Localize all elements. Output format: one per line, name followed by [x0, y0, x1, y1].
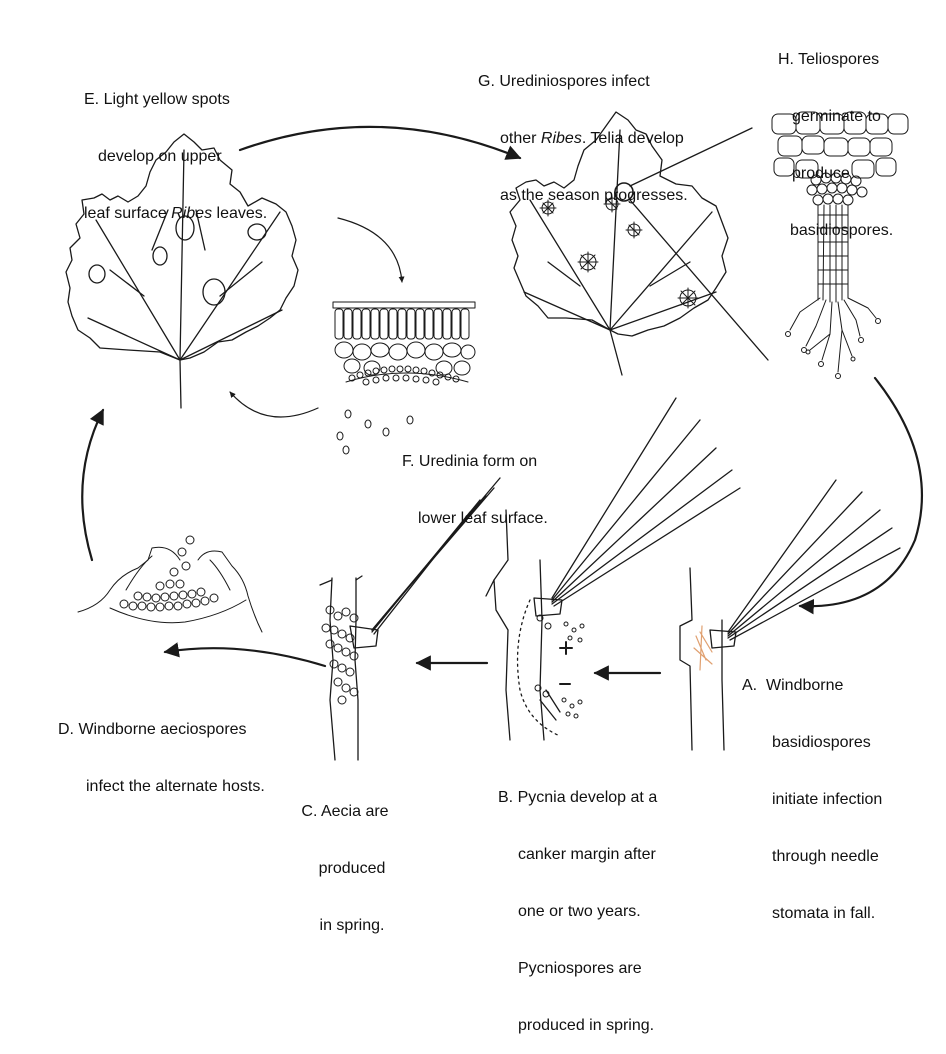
- needle-fascicle: [728, 492, 862, 634]
- label-a-line: initiate infection: [742, 790, 882, 809]
- label-c: C. Aecia are produced in spring.: [290, 764, 400, 954]
- magnify-line: [630, 200, 768, 360]
- label-h: H. Teliospores germinate to produce basi…: [778, 12, 893, 259]
- leaf-vein: [524, 292, 610, 330]
- needle-fascicle: [728, 510, 880, 636]
- label-a-line: through needle: [742, 847, 882, 866]
- leaf-vein: [110, 270, 144, 296]
- arrow-e-to-f: [338, 218, 402, 282]
- label-d: D. Windborne aeciospores infect the alte…: [58, 682, 265, 815]
- label-g-line: other Ribes. Telia develop: [478, 129, 688, 148]
- label-f-line: F. Uredinia form on: [402, 452, 548, 471]
- leaf-petiole: [610, 330, 622, 375]
- plus-sign: [560, 642, 572, 654]
- aeciospores: [120, 536, 218, 611]
- label-b: B. Pycnia develop at a canker margin aft…: [498, 750, 657, 1054]
- arrow-c-to-d: [165, 648, 325, 666]
- label-h-line: produce: [778, 164, 893, 183]
- needle-sheath: [534, 598, 562, 616]
- yellow-spot: [203, 279, 225, 305]
- needle-fascicle: [552, 448, 716, 602]
- label-e-line: leaf surface Ribes leaves.: [84, 204, 267, 223]
- yellow-spot: [153, 247, 167, 265]
- label-b-line: one or two years.: [498, 902, 657, 921]
- leaf-petiole: [180, 360, 181, 408]
- label-c-line: in spring.: [290, 916, 400, 935]
- epidermis: [333, 302, 475, 308]
- label-e-line: develop on upper: [84, 147, 267, 166]
- label-a-line: stomata in fall.: [742, 904, 882, 923]
- label-f-line: lower leaf surface.: [402, 509, 548, 528]
- label-b-line: B. Pycnia develop at a: [498, 788, 657, 807]
- label-h-line: germinate to: [778, 107, 893, 126]
- label-f: F. Uredinia form on lower leaf surface.: [402, 414, 548, 547]
- stem-edge: [680, 568, 692, 750]
- aecia-blisters: [322, 606, 358, 704]
- label-b-line: canker margin after: [498, 845, 657, 864]
- label-c-line: C. Aecia are: [290, 802, 400, 821]
- leaf-vein: [88, 318, 180, 360]
- label-g: G. Urediniospores infect other Ribes. Te…: [478, 34, 688, 224]
- label-h-line: H. Teliospores: [778, 50, 893, 69]
- leaf-vein: [220, 262, 262, 296]
- stem-edge: [330, 578, 335, 760]
- leaf-vein: [180, 310, 282, 360]
- label-b-line: produced in spring.: [498, 1016, 657, 1035]
- label-e-line: E. Light yellow spots: [84, 90, 267, 109]
- palisade-cells: [335, 309, 469, 339]
- arrow-f-return: [230, 392, 318, 417]
- needle-fascicle: [728, 480, 836, 632]
- needle-fascicle: [554, 488, 740, 606]
- label-h-line: basidiospores.: [778, 221, 893, 240]
- stem-edge: [355, 578, 358, 760]
- infection-mark: [694, 626, 712, 670]
- label-d-line: D. Windborne aeciospores: [58, 720, 265, 739]
- stem-edge: [722, 620, 724, 750]
- label-e: E. Light yellow spots develop on upper l…: [84, 52, 267, 242]
- yellow-spot: [89, 265, 105, 283]
- label-a-line: A. Windborne: [742, 676, 882, 695]
- label-b-line: Pycniospores are: [498, 959, 657, 978]
- aecium-section: [78, 536, 262, 632]
- needle-fascicle: [728, 528, 892, 638]
- bark-surface: [78, 547, 180, 612]
- label-c-line: produced: [290, 859, 400, 878]
- stem-edge: [540, 560, 544, 740]
- arrow-h-to-a: [800, 378, 922, 606]
- basidia: [786, 298, 881, 379]
- label-a: A. Windborne basidiospores initiate infe…: [742, 638, 882, 942]
- leaf-vein: [650, 262, 690, 286]
- label-a-line: basidiospores: [742, 733, 882, 752]
- label-g-line: as the season progresses.: [478, 186, 688, 205]
- stem-top: [486, 580, 494, 596]
- label-d-line: infect the alternate hosts.: [58, 777, 265, 796]
- bark-surface: [198, 551, 262, 632]
- arrow-d-to-e: [82, 410, 103, 560]
- label-g-line: G. Urediniospores infect: [478, 72, 688, 91]
